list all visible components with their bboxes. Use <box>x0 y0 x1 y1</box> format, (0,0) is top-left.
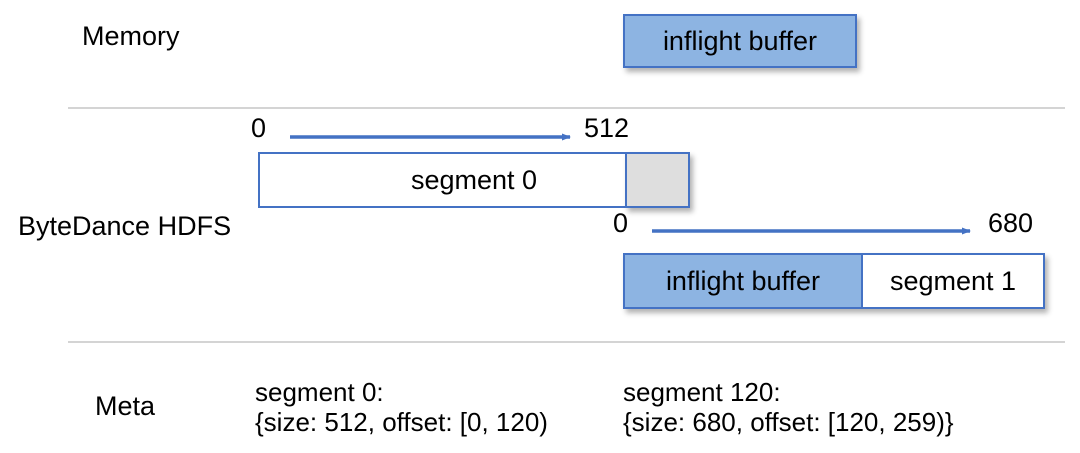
meta-row-label: Meta <box>95 391 156 421</box>
meta-entry-segment120: segment 120: {size: 680, offset: [120, 2… <box>623 377 954 437</box>
memory-row-label: Memory <box>82 21 180 51</box>
hdfs-inflight-buffer-box: inflight buffer <box>623 253 863 309</box>
segment0-box <box>258 152 627 208</box>
segment1-label: segment 1 <box>889 265 1017 296</box>
meta-segment0-value: {size: 512, offset: [0, 120) <box>255 407 548 437</box>
segment0-label: segment 0 <box>410 164 538 195</box>
segment0-bar: segment 0 <box>258 152 690 208</box>
ruler-inflight-end: 680 <box>988 208 1034 238</box>
meta-segment120-value: {size: 680, offset: [120, 259)} <box>623 407 954 437</box>
memory-inflight-buffer-box: inflight buffer <box>623 14 857 68</box>
ruler-inflight-start: 0 <box>613 208 629 238</box>
ruler-segment0-start: 0 <box>251 113 267 143</box>
divider-memory-hdfs <box>68 107 1065 109</box>
inflight-segment1-bar: inflight buffer segment 1 <box>623 253 1045 309</box>
hdfs-row-label: ByteDance HDFS <box>18 211 232 241</box>
hdfs-inflight-buffer-label: inflight buffer <box>665 265 821 296</box>
memory-inflight-buffer-label: inflight buffer <box>662 25 818 56</box>
segment1-box: segment 1 <box>861 253 1045 309</box>
meta-segment120-name: segment 120: <box>623 377 781 407</box>
meta-segment0-name: segment 0: <box>255 377 384 407</box>
segment0-filled-tail-box <box>625 152 690 208</box>
divider-hdfs-meta <box>68 341 1065 343</box>
meta-entry-segment0: segment 0: {size: 512, offset: [0, 120) <box>255 377 548 437</box>
ruler-segment0-end: 512 <box>584 113 630 143</box>
